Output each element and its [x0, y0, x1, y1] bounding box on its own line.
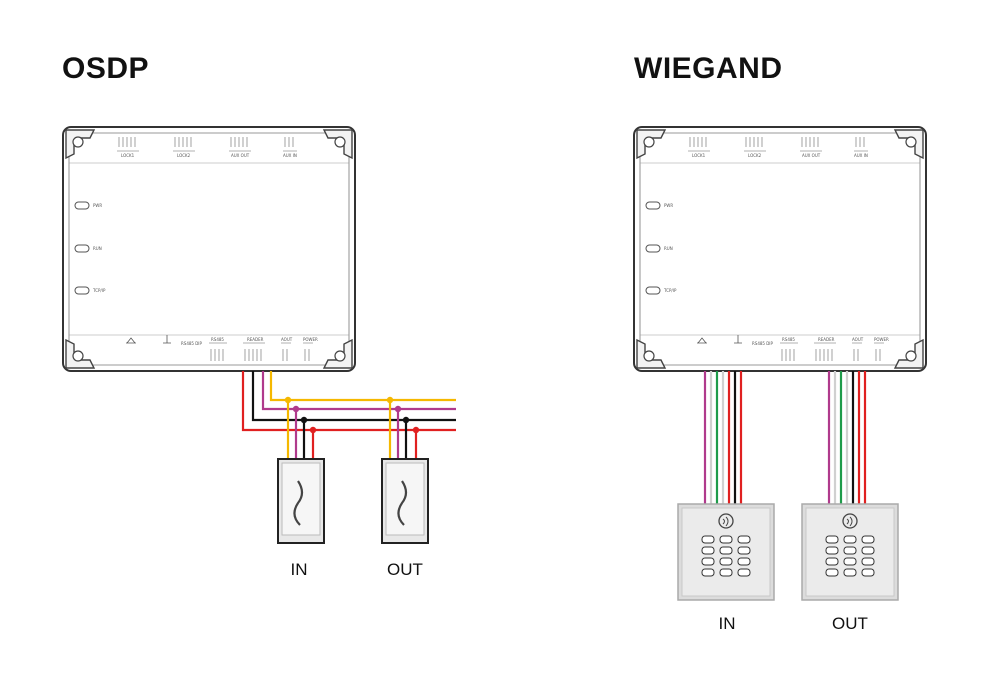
wiegand-reader-out-label: OUT: [832, 614, 868, 633]
osdp-controller-panel: [62, 126, 356, 372]
osdp-wiring: [241, 371, 456, 458]
osdp-title: OSDP: [62, 52, 150, 85]
osdp-reader-in: [276, 457, 326, 545]
wiegand-controller-panel: [633, 126, 927, 372]
osdp-reader-out: [380, 457, 430, 545]
osdp-reader-out-label: OUT: [387, 560, 423, 579]
wiegand-wiring-in: [703, 371, 743, 505]
osdp-reader-in-label: IN: [290, 560, 308, 579]
osdp-junction-dots: [284, 396, 420, 434]
wiegand-reader-in-label: IN: [718, 614, 736, 633]
wiegand-keypad-in: [677, 503, 775, 601]
wiegand-title: WIEGAND: [634, 52, 783, 85]
wiegand-keypad-out: [801, 503, 899, 601]
wiegand-wiring-out: [827, 371, 867, 505]
